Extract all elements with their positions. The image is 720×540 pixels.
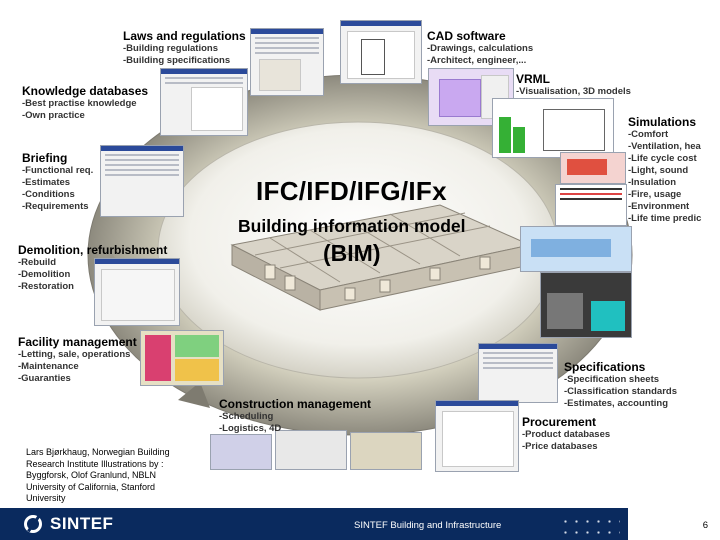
block-specifications-item: -Classification standards [564,386,677,397]
knowledge-screenshot [160,68,248,136]
block-procurement: Procurement -Product databases -Price da… [522,415,610,453]
center-title-bim-model: Building information model [238,216,466,236]
sintef-logo: SINTEF [24,514,113,534]
block-construction-item: -Logistics, 4D [219,423,282,434]
block-vrml: VRML -Visualisation, 3D models [516,72,631,98]
block-demolition-item: -Restoration [18,281,74,292]
block-simulations-item: -Light, sound [628,165,689,176]
block-procurement-item: -Price databases [522,441,598,452]
block-construction-title: Construction management [219,397,372,411]
block-briefing-item: -Functional req. [22,165,94,176]
block-construction: Construction management -Scheduling -Log… [219,397,371,435]
block-simulations-item: -Life time predic [628,213,702,224]
building-model-illustration [230,204,532,311]
block-briefing-item: -Conditions [22,189,75,200]
block-facility-title: Facility management [18,335,137,349]
simulations-heatmap [560,152,626,184]
block-demolition-item: -Rebuild [18,257,56,268]
block-simulations-item: -Comfort [628,129,669,140]
simulations-chart-2 [555,184,627,226]
simulations-3d [520,226,632,272]
block-laws-title: Laws and regulations [123,29,246,43]
block-knowledge-item: -Best practise knowledge [22,98,137,109]
block-simulations: Simulations -Comfort -Ventilation, hea -… [628,115,720,225]
block-simulations-item: -Environment [628,201,690,212]
procurement-screenshot [435,400,519,472]
block-procurement-item: -Product databases [522,429,611,440]
block-specifications-title: Specifications [564,360,646,374]
block-briefing-item: -Estimates [22,177,71,188]
ring-arrow-bottom [178,382,210,408]
construction-screenshot-3 [350,432,422,470]
briefing-screenshot [100,145,184,217]
block-vrml-item: -Visualisation, 3D models [516,86,631,97]
block-simulations-title: Simulations [628,115,697,129]
block-cad-item: -Architect, engineer,... [427,55,527,66]
construction-screenshot-2 [275,430,347,470]
center-title-ifc: IFC/IFD/IFG/IFx [256,176,447,206]
construction-screenshot-1 [210,434,272,470]
block-facility-item: -Letting, sale, operations [18,349,131,360]
laws-screenshot [250,28,324,96]
block-laws-item: -Building specifications [123,55,231,66]
simulations-render [540,272,632,338]
vrml-screenshot [428,68,514,126]
block-cad-item: -Drawings, calculations [427,43,534,54]
block-specifications: Specifications -Specification sheets -Cl… [564,360,677,410]
simulations-chart-1 [492,98,614,158]
block-cad: CAD software -Drawings, calculations -Ar… [427,29,533,67]
page-number-box: 6 [628,508,720,540]
block-procurement-title: Procurement [522,415,597,429]
block-facility-item: -Guaranties [18,373,71,384]
block-knowledge-item: -Own practice [22,110,85,121]
demolition-screenshot [94,258,180,326]
block-cad-title: CAD software [427,29,506,43]
block-simulations-item: -Insulation [628,177,677,188]
block-briefing: Briefing -Functional req. -Estimates -Co… [22,151,93,213]
page-number: 6 [702,520,708,531]
block-knowledge: Knowledge databases -Best practise knowl… [22,84,148,122]
block-laws-item: -Building regulations [123,43,218,54]
block-facility-item: -Maintenance [18,361,79,372]
block-vrml-title: VRML [516,72,550,86]
footer-center-text: SINTEF Building and Infrastructure [354,520,502,531]
block-demolition-title: Demolition, refurbishment [18,243,168,257]
cad-screenshot [340,20,422,84]
specifications-screenshot [478,343,558,403]
credit-text: Lars Bjørkhaug, Norwegian Building Resea… [26,447,170,503]
block-simulations-item: -Fire, usage [628,189,682,200]
block-laws: Laws and regulations -Building regulatio… [123,29,246,67]
footer-bar: SINTEF SINTEF Building and Infrastructur… [0,508,720,540]
block-facility: Facility management -Letting, sale, oper… [18,335,137,385]
block-knowledge-title: Knowledge databases [22,84,149,98]
center-title-bim: (BIM) [323,240,381,266]
block-demolition: Demolition, refurbishment -Rebuild -Demo… [18,243,167,293]
block-specifications-item: -Estimates, accounting [564,398,668,409]
footer-dot-pattern [560,516,620,534]
block-specifications-item: -Specification sheets [564,374,660,385]
block-construction-item: -Scheduling [219,411,274,422]
sintef-logo-text: SINTEF [50,514,114,533]
block-simulations-item: -Life cycle cost [628,153,697,164]
sintef-logo-icon [24,515,42,533]
block-demolition-item: -Demolition [18,269,71,280]
block-briefing-item: -Requirements [22,201,89,212]
block-simulations-item: -Ventilation, hea [628,141,701,152]
facility-floorplan [140,330,224,386]
block-briefing-title: Briefing [22,151,68,165]
